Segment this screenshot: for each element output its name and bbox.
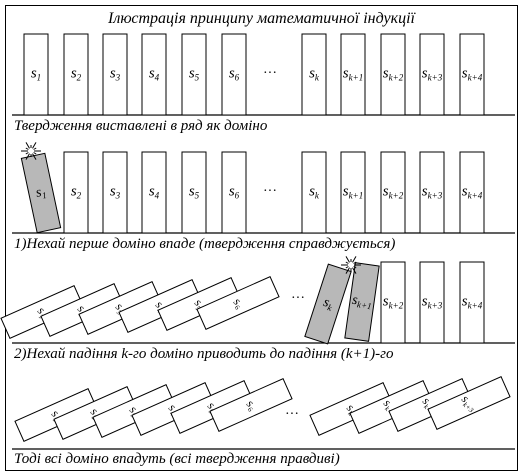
domino-label-s2: s2 [71, 184, 82, 201]
domino-label-s1: s1 [31, 66, 41, 83]
domino-fallen-s6: s6 [209, 378, 293, 432]
domino-label-sk1: sk+1 [343, 184, 363, 201]
domino-label-s6: s6 [229, 184, 240, 201]
domino-label-sk4: sk+4 [462, 66, 483, 83]
row-4-caption: Тоді всі доміно впадуть (всі твердження … [14, 451, 340, 467]
domino-upright-s5: s5 [181, 33, 207, 116]
domino-upright-sk4: sk+4 [459, 151, 485, 234]
diagram-frame [5, 5, 518, 471]
domino-fallen-s4: s4 [118, 279, 202, 333]
domino-upright-sk: sk [301, 33, 327, 116]
domino-fallen-s5: s5 [157, 277, 241, 331]
domino-label-sk3: sk+3 [422, 294, 443, 311]
domino-upright-s4: s4 [141, 151, 167, 234]
domino-fallen-sk2: sk+2 [388, 378, 472, 432]
row-4-ellipsis: ··· [285, 407, 299, 422]
domino-fallen-sk3: sk+3 [427, 376, 511, 430]
domino-upright-sk: sk [301, 151, 327, 234]
domino-label-s3: s3 [110, 66, 121, 83]
domino-upright-s2: s2 [63, 33, 89, 116]
domino-label-s6: s6 [229, 66, 240, 83]
domino-label-s5: s5 [189, 184, 200, 201]
domino-label-s3: s3 [110, 184, 121, 201]
domino-label-s5: s5 [189, 66, 200, 83]
domino-label-sk2: sk+2 [383, 66, 404, 83]
domino-upright-s2: s2 [63, 151, 89, 234]
domino-label-s4: s4 [149, 184, 160, 201]
domino-upright-s3: s3 [102, 33, 128, 116]
domino-upright-sk2: sk+2 [380, 33, 406, 116]
domino-label-s4: s4 [149, 66, 160, 83]
row-1-caption: Твердження виставлені в ряд як доміно [14, 118, 268, 134]
domino-upright-sk1: sk+1 [340, 151, 366, 234]
domino-label-s1: s1 [35, 184, 48, 202]
impact-spark-icon [341, 256, 361, 274]
row-3-ellipsis: ··· [291, 291, 305, 306]
domino-fallen-s6: s6 [196, 276, 280, 330]
domino-label-sk2: sk+2 [383, 294, 404, 311]
domino-upright-sk2: sk+2 [380, 261, 406, 344]
domino-label-s2: s2 [71, 66, 82, 83]
domino-label-sk: sk [309, 66, 320, 83]
domino-label-sk4: sk+4 [462, 294, 483, 311]
domino-upright-s6: s6 [221, 33, 247, 116]
domino-label-sk: sk [309, 184, 320, 201]
domino-label-sk3: sk+3 [422, 66, 443, 83]
impact-spark-icon [21, 142, 41, 160]
domino-upright-sk4: sk+4 [459, 33, 485, 116]
domino-label-sk: sk [321, 295, 336, 313]
row-1-ellipsis: ··· [263, 66, 277, 81]
domino-tilting-sk1: sk+1 [344, 262, 380, 342]
domino-label-sk4: sk+4 [462, 184, 483, 201]
row-3-caption: 2)Нехай падіння k-го доміно приводить до… [14, 346, 394, 362]
domino-upright-sk1: sk+1 [340, 33, 366, 116]
domino-label-sk3: sk+3 [422, 184, 443, 201]
domino-upright-s1: s1 [23, 33, 49, 116]
domino-upright-sk4: sk+4 [459, 261, 485, 344]
domino-label-sk2: sk+2 [383, 184, 404, 201]
domino-upright-s3: s3 [102, 151, 128, 234]
domino-upright-s5: s5 [181, 151, 207, 234]
domino-upright-s6: s6 [221, 151, 247, 234]
domino-upright-sk2: sk+2 [380, 151, 406, 234]
diagram-title: Ілюстрація принципу математичної індукці… [108, 10, 415, 27]
domino-label-sk1: sk+1 [343, 66, 363, 83]
row-2-ellipsis: ··· [263, 184, 277, 199]
domino-fallen-sk1: sk+1 [349, 380, 433, 434]
domino-tilting-s1: s1 [20, 152, 62, 234]
domino-upright-sk3: sk+3 [419, 33, 445, 116]
domino-tilting-sk: sk [304, 263, 352, 345]
row-2-caption: 1)Нехай перше доміно впаде (твердження с… [14, 236, 396, 252]
domino-upright-sk3: sk+3 [419, 261, 445, 344]
domino-upright-sk3: sk+3 [419, 151, 445, 234]
domino-label-sk1: sk+1 [351, 293, 373, 311]
domino-upright-s4: s4 [141, 33, 167, 116]
